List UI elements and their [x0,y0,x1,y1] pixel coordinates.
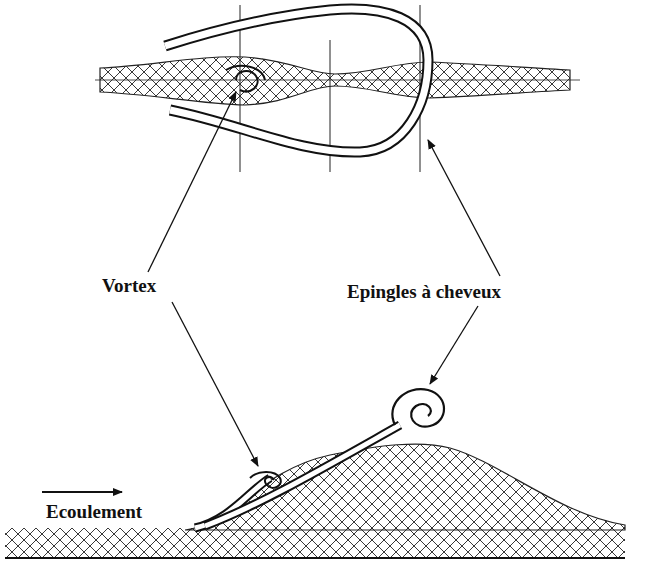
low-speed-streak [100,57,570,105]
low-speed-bump [185,444,625,530]
vortex-label: Vortex [100,276,158,297]
hairpin-top-view [165,9,428,152]
guide-lines [95,5,580,172]
flow-label: Ecoulement [44,502,144,523]
hairpin-side-view [195,389,444,528]
flow-arrow [42,491,122,493]
wall-layer [5,528,625,558]
leader-lines [148,92,500,466]
hairpin-label: Epingles à cheveux [345,282,503,303]
